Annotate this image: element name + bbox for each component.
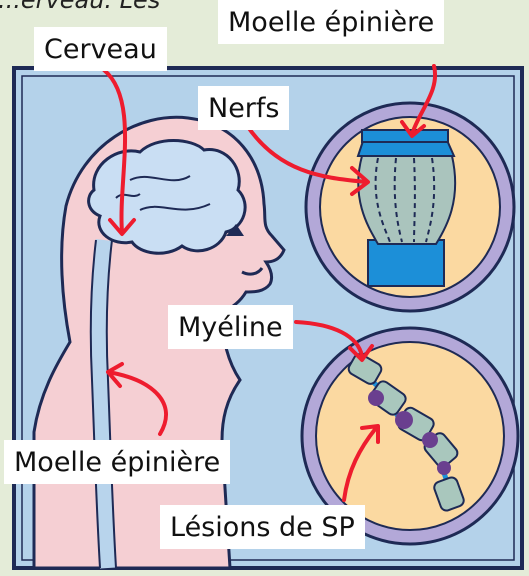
label-nerfs: Nerfs xyxy=(198,86,289,130)
label-moelle-epiniere-top: Moelle épinière xyxy=(218,0,444,44)
cord-section-bottom xyxy=(368,240,444,286)
label-moelle-epiniere-bottom: Moelle épinière xyxy=(4,440,230,484)
nerve-fibers xyxy=(358,156,455,244)
label-cerveau: Cerveau xyxy=(34,27,167,71)
brain xyxy=(89,141,246,254)
spinal-cord xyxy=(99,240,108,568)
label-myeline: Myéline xyxy=(168,305,293,349)
label-lesions-de-sp: Lésions de SP xyxy=(160,505,365,549)
